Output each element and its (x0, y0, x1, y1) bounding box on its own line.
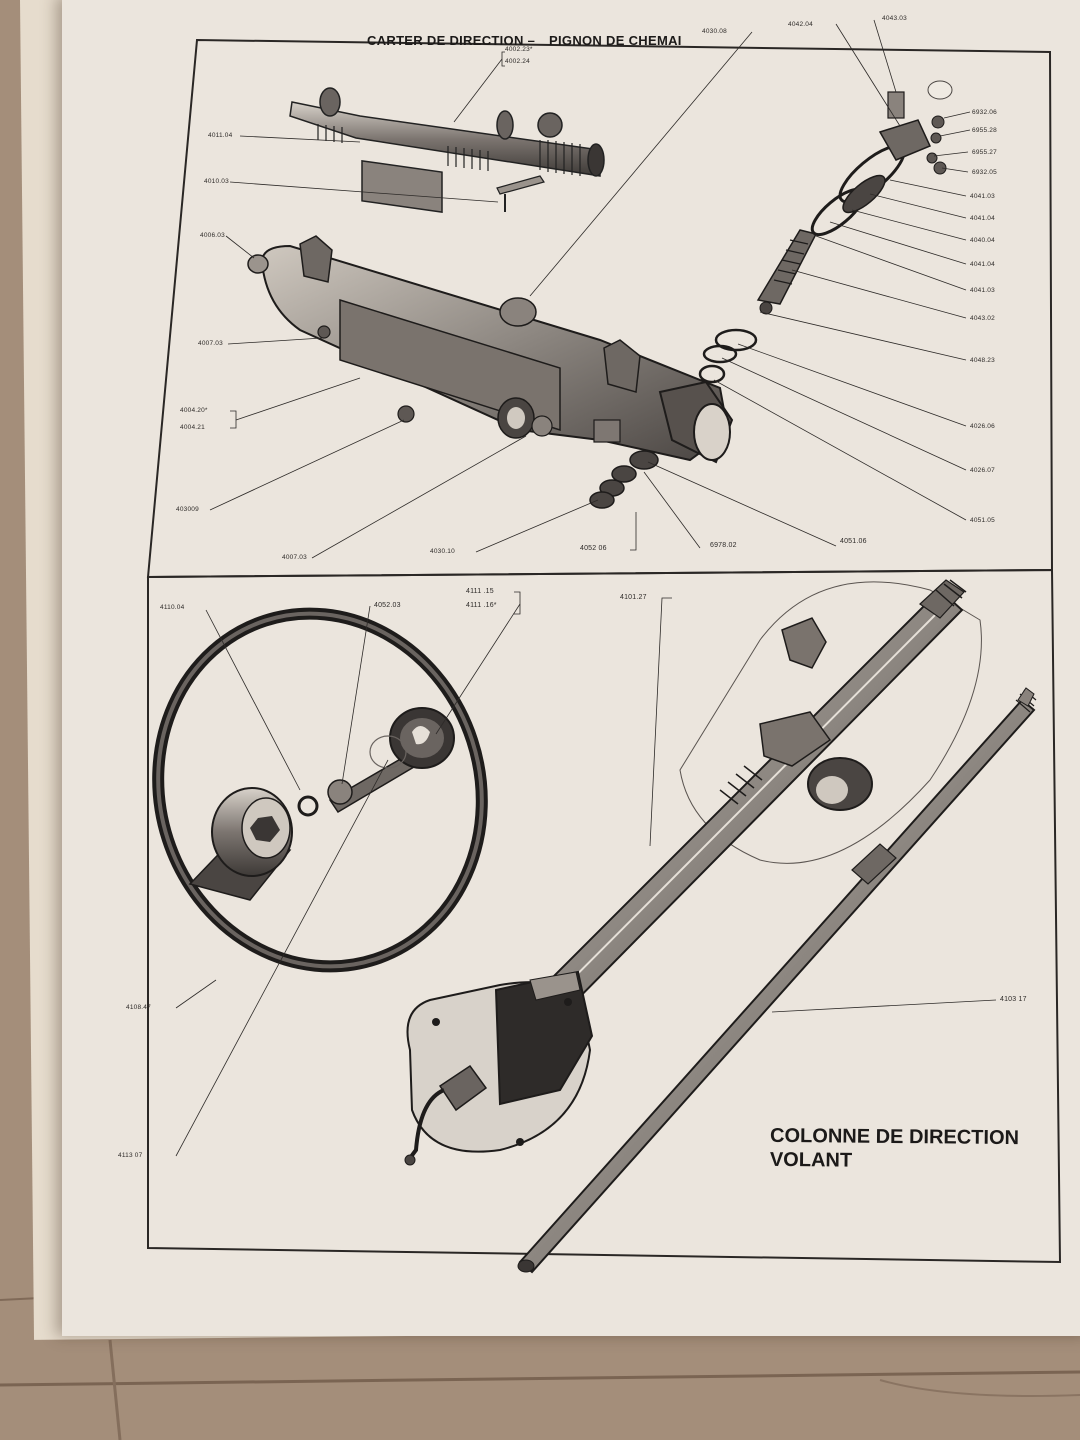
callout-part-number: 4040.04 (970, 237, 995, 244)
small-rack-housing-drawing (289, 87, 605, 213)
callout-part-number: 4110.04 (160, 604, 185, 611)
callout-part-number: 4007.03 (282, 554, 307, 561)
callout-part-number: 4010.03 (204, 178, 229, 185)
title-carter: CARTER DE DIRECTION (367, 33, 524, 48)
title-pignon: PIGNON DE CHEMAI (549, 33, 682, 48)
callout-part-number: 4048.23 (970, 357, 995, 364)
callout-part-number: 4111 .15 (466, 588, 494, 595)
callout-part-number: 4006.03 (200, 232, 225, 239)
steering-column-drawing (404, 579, 1037, 1274)
steering-wheel-drawing (152, 607, 488, 973)
callout-part-number: 4041.04 (970, 215, 995, 222)
callout-part-number: 4030.08 (702, 28, 727, 35)
callout-part-number: 4002.23* (505, 46, 533, 53)
callout-part-number: 4052 06 (580, 545, 607, 552)
title-separator: – (527, 33, 536, 48)
callout-part-number: 4041.04 (970, 261, 995, 268)
callout-part-number: 4111 .16* (466, 602, 497, 609)
callout-part-number: 4002.24 (505, 58, 530, 65)
callout-part-number: 403009 (176, 506, 199, 513)
callout-part-number: 6955.28 (972, 127, 997, 134)
section-title-upper: CARTER DE DIRECTION – PIGNON DE CHEMAI (367, 33, 682, 48)
callout-part-number: 6932.05 (972, 169, 997, 176)
section-title-lower: COLONNE DE DIRECTION VOLANT (770, 1124, 1019, 1174)
title-colonne: COLONNE DE DIRECTION (770, 1124, 1020, 1150)
upper-leader-lines (209, 19, 971, 559)
lower-leader-lines (175, 591, 997, 1157)
callout-part-number: 4026.06 (970, 423, 995, 430)
callout-part-number: 4041.03 (970, 287, 995, 294)
callout-part-number: 4108.47 (126, 1004, 151, 1011)
callout-part-number: 4011.04 (208, 132, 233, 139)
callout-part-number: 4004.20* (180, 407, 208, 414)
callout-part-number: 4030.10 (430, 548, 455, 555)
callout-part-number: 4103 17 (1000, 996, 1027, 1003)
catalog-page (62, 0, 1080, 1336)
callout-part-number: 4007.03 (198, 340, 223, 347)
title-volant: VOLANT (769, 1148, 853, 1172)
callout-part-number: 4113 07 (118, 1152, 143, 1159)
callout-part-number: 4026.07 (970, 467, 995, 474)
callout-part-number: 4004.21 (180, 424, 205, 431)
pinion-assembly-drawing (589, 80, 953, 509)
callout-part-number: 6955.27 (972, 149, 997, 156)
callout-part-number: 4042.04 (788, 21, 813, 28)
main-rack-housing-drawing (247, 235, 734, 464)
callout-part-number: 4101.27 (620, 594, 647, 601)
callout-part-number: 4043.03 (882, 15, 907, 22)
callout-part-number: 4051.05 (970, 517, 995, 524)
callout-part-number: 6932.06 (972, 109, 997, 116)
callout-part-number: 4051.06 (840, 538, 867, 545)
callout-part-number: 4052.03 (374, 602, 401, 609)
callout-part-number: 4043.02 (970, 315, 995, 322)
callout-part-number: 4041.03 (970, 193, 995, 200)
lower-frame (147, 568, 1062, 1264)
callout-part-number: 6978.02 (710, 542, 737, 549)
